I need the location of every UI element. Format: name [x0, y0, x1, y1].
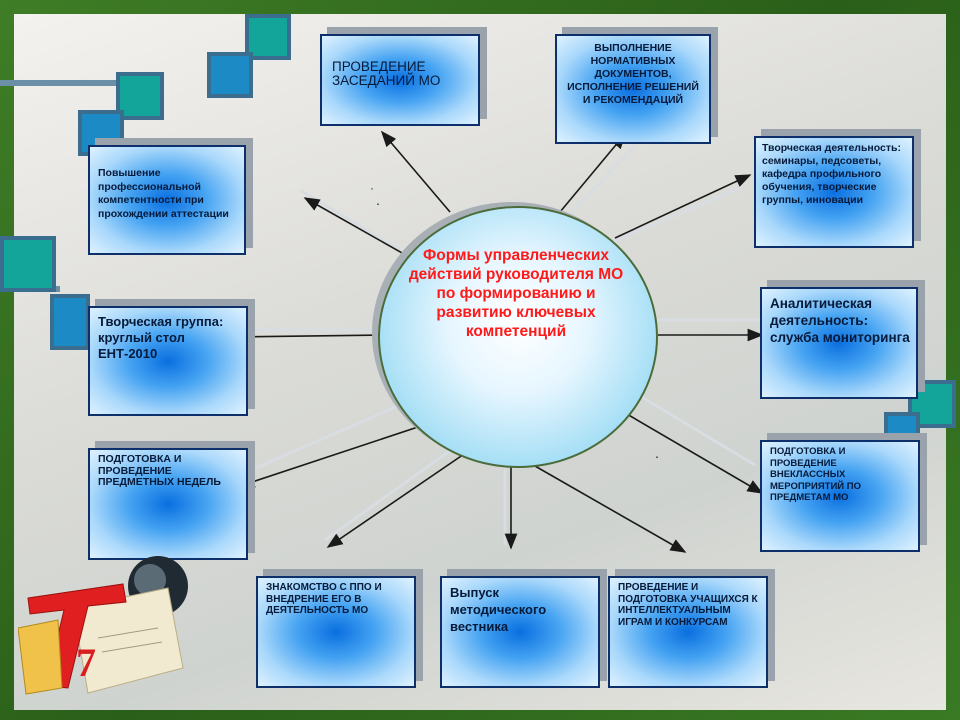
box-label: Творческая группа: круглый стол ЕНТ-2010 — [98, 314, 224, 361]
box-label: ВЫПОЛНЕНИЕ НОРМАТИВНЫХ ДОКУМЕНТОВ, ИСПОЛ… — [567, 42, 699, 106]
arrow — [380, 130, 451, 213]
svg-text:.: . — [655, 445, 659, 461]
decor-line-top — [0, 80, 150, 86]
box-vypolnenie: ВЫПОЛНЕНИЕ НОРМАТИВНЫХ ДОКУМЕНТОВ, ИСПОЛ… — [555, 34, 711, 144]
arrow — [326, 449, 471, 548]
decor-square — [116, 72, 164, 120]
arrow — [303, 197, 419, 263]
box-povyshenie: Повышение профессиональной компетентност… — [88, 145, 246, 255]
box-vneklassnye: ПОДГОТОВКА И ПРОВЕДЕНИЕ ВНЕКЛАССНЫХ МЕРО… — [760, 440, 920, 552]
box-label: ЗНАКОМСТВО С ППО И ВНЕДРЕНИЕ ЕГО В ДЕЯТЕ… — [266, 582, 382, 616]
box-vypusk: Выпуск методического вестника — [440, 576, 600, 688]
box-znakomstvo: ЗНАКОМСТВО С ППО И ВНЕДРЕНИЕ ЕГО В ДЕЯТЕ… — [256, 576, 416, 688]
box-label: Выпуск методического вестника — [450, 585, 547, 634]
arrow — [238, 420, 437, 488]
center-title: Формы управленческих действий руководите… — [408, 247, 624, 340]
box-tvorcheskaya-gruppa: Творческая группа: круглый стол ЕНТ-2010 — [88, 306, 248, 416]
box-intellektualnye: ПРОВЕДЕНИЕ И ПОДГОТОВКА УЧАЩИХСЯ К ИНТЕЛ… — [608, 576, 768, 688]
arrow — [614, 174, 752, 239]
arrow — [619, 409, 764, 494]
box-label: ПРОВЕДЕНИЕ И ПОДГОТОВКА УЧАЩИХСЯ К ИНТЕЛ… — [618, 582, 758, 628]
arrow — [559, 132, 627, 213]
arrow — [226, 330, 386, 344]
arrow — [520, 457, 687, 553]
decor-square — [207, 52, 253, 98]
box-analiticheskaya: Аналитическая деятельность: служба монит… — [760, 287, 918, 399]
box-label: ПРОВЕДЕНИЕ ЗАСЕДАНИЙ МО — [332, 59, 441, 88]
svg-text:.: . — [376, 192, 380, 208]
box-podgotovka-nedel: ПОДГОТОВКА И ПРОВЕДЕНИЕ ПРЕДМЕТНЫХ НЕДЕЛ… — [88, 448, 248, 560]
decor-square — [0, 236, 56, 292]
box-provedenie-zasedaniy: ПРОВЕДЕНИЕ ЗАСЕДАНИЙ МО — [320, 34, 480, 126]
svg-text:7: 7 — [76, 640, 96, 685]
box-label: Творческая деятельность: семинары, педсо… — [762, 142, 901, 206]
box-label: Аналитическая деятельность: служба монит… — [770, 296, 910, 345]
central-circle — [378, 206, 658, 468]
number-seven-logo: 7 — [18, 556, 188, 695]
box-label: ПОДГОТОВКА И ПРОВЕДЕНИЕ ВНЕКЛАССНЫХ МЕРО… — [770, 446, 861, 503]
box-label: Повышение профессиональной компетентност… — [98, 167, 229, 220]
svg-text:·: · — [370, 181, 374, 195]
box-tvorcheskaya-deyatelnost: Творческая деятельность: семинары, педсо… — [754, 136, 914, 248]
box-label: ПОДГОТОВКА И ПРОВЕДЕНИЕ ПРЕДМЕТНЫХ НЕДЕЛ… — [98, 453, 221, 488]
